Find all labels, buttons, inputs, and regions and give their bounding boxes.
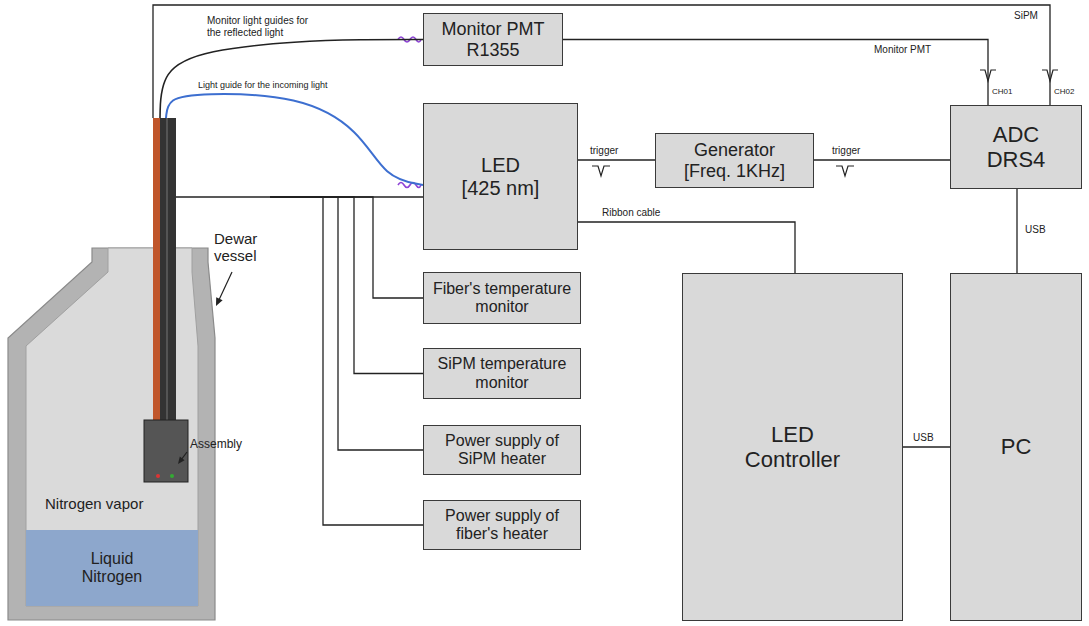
vapor-text: Nitrogen vapor xyxy=(45,495,143,512)
channel-label: CH02 xyxy=(1054,87,1074,96)
vessel-outer xyxy=(8,248,215,620)
assembly-dot xyxy=(170,474,174,478)
cable xyxy=(270,197,423,298)
box-text: ADC DRS4 xyxy=(981,122,1051,173)
box-text: Generator [Freq. 1KHz] xyxy=(680,140,790,181)
assembly-housing xyxy=(144,420,188,482)
trigger-wire xyxy=(578,159,655,160)
edge-label: USB xyxy=(1023,224,1048,236)
vessel-heading: Dewar vessel xyxy=(214,230,272,265)
led-box: LED [425 nm] xyxy=(423,103,578,250)
monitor-box: Fiber's temperature monitor xyxy=(423,272,581,324)
controller-box: LED Controller xyxy=(682,273,903,621)
edge-label: Monitor light guides for the reflected l… xyxy=(205,15,319,38)
dewar-vessel: Dewar vesselNitrogen vaporLiquid Nitroge… xyxy=(5,118,270,622)
pulse-symbol xyxy=(592,166,610,176)
cable xyxy=(270,197,423,525)
assembly-dot xyxy=(156,474,160,478)
signal-wire xyxy=(153,5,1050,118)
box-text: Liquid Nitrogen xyxy=(72,550,152,587)
leader-line xyxy=(218,272,232,302)
pc-box: PC xyxy=(950,273,1082,621)
liquid-nitrogen-band: Liquid Nitrogen xyxy=(26,530,198,606)
cable xyxy=(270,197,423,374)
trigger-wire xyxy=(814,159,950,160)
channel-label: CH01 xyxy=(992,87,1012,96)
cable-stub xyxy=(176,196,270,197)
edge-label: trigger xyxy=(588,145,620,157)
edge-label: USB xyxy=(911,432,936,444)
box-text: LED [425 nm] xyxy=(460,154,541,200)
signal-wire xyxy=(563,40,988,106)
monitor-box: SiPM temperature monitor xyxy=(423,348,581,399)
usb-cable xyxy=(903,446,950,447)
edge-label: SiPM xyxy=(1012,10,1040,22)
light-guide xyxy=(160,40,423,119)
leader-arrowhead xyxy=(178,457,185,464)
pulse-symbol xyxy=(836,166,854,176)
probe-fiber-strip xyxy=(153,118,160,425)
light-guide xyxy=(166,94,423,185)
box-text: Power supply of SiPM heater xyxy=(428,432,576,469)
box-text: Monitor PMT R1355 xyxy=(433,19,553,60)
box-text: SiPM temperature monitor xyxy=(428,355,576,392)
power-supply-box: Power supply of fiber's heater xyxy=(423,500,581,550)
power-supply-box: Power supply of SiPM heater xyxy=(423,425,581,475)
generator-box: Generator [Freq. 1KHz] xyxy=(655,133,814,188)
leader-arrowhead xyxy=(216,297,223,306)
box-text: LED Controller xyxy=(733,422,853,473)
edge-label: Monitor PMT xyxy=(872,44,933,56)
box-text: Power supply of fiber's heater xyxy=(428,507,576,544)
edge-label: Ribbon cable xyxy=(600,207,662,219)
edge-label: Light guide for the incoming light xyxy=(196,80,330,90)
ribbon-cable xyxy=(578,222,795,273)
box-text: Fiber's temperature monitor xyxy=(428,280,576,317)
usb-cable xyxy=(1016,189,1017,273)
part-label: Assembly xyxy=(190,438,242,452)
adc-box: ADC DRS4 xyxy=(950,105,1082,189)
probe-rod xyxy=(153,118,176,425)
box-text: PC xyxy=(1001,434,1032,459)
monitor-pmt-box: Monitor PMT R1355 xyxy=(423,13,563,66)
edge-label: trigger xyxy=(830,145,862,157)
cable xyxy=(270,197,423,450)
probe-inner-line xyxy=(167,118,168,425)
